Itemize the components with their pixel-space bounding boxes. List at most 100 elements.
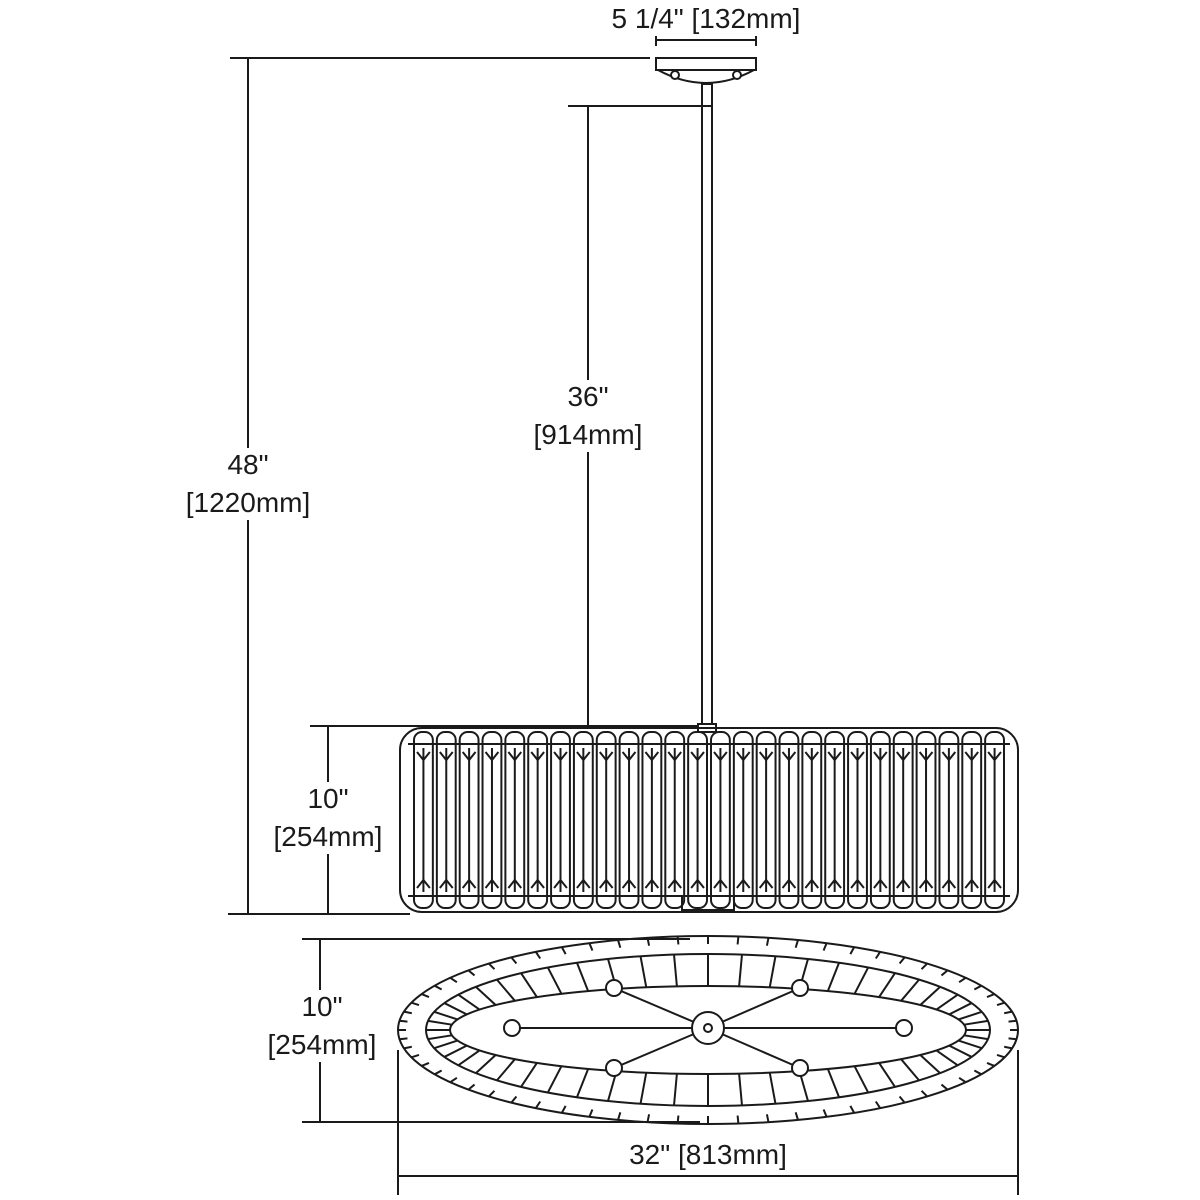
tooth <box>898 956 906 965</box>
tooth <box>421 993 430 999</box>
prism <box>595 731 617 909</box>
prism <box>687 731 709 909</box>
arm <box>613 1027 709 1069</box>
tooth <box>920 962 928 970</box>
slat <box>900 1058 920 1082</box>
slat <box>738 1073 743 1106</box>
shade-height-label: 10" [254mm] <box>262 782 394 854</box>
prism <box>413 731 434 909</box>
lamp-cup <box>791 979 809 997</box>
slat <box>738 954 743 987</box>
lamp-cup <box>791 1059 809 1077</box>
tooth <box>617 939 622 948</box>
prism <box>915 731 937 909</box>
slat <box>475 986 497 1006</box>
downrod <box>697 106 717 733</box>
tooth <box>874 951 882 960</box>
slat <box>963 1019 989 1026</box>
tooth <box>411 1054 420 1059</box>
prism <box>550 731 571 909</box>
slat <box>826 1068 840 1098</box>
tooth <box>940 1083 949 1091</box>
slat <box>900 978 920 1002</box>
plan-depth-label: 10" [254mm] <box>256 990 388 1062</box>
slat <box>457 1049 481 1067</box>
slat <box>919 986 941 1006</box>
tooth <box>411 1001 420 1006</box>
tooth <box>1004 1045 1013 1050</box>
slat <box>520 1062 538 1088</box>
tooth <box>996 1001 1005 1006</box>
prism <box>710 731 731 909</box>
prism <box>778 731 800 909</box>
slat <box>457 993 481 1011</box>
slat <box>673 954 678 987</box>
slat <box>935 993 959 1011</box>
tooth <box>403 1045 412 1050</box>
tooth <box>510 1095 518 1104</box>
tooth <box>736 936 740 945</box>
overall-height-metric: [1220mm] <box>185 487 311 518</box>
plan-depth-metric: [254mm] <box>267 1029 377 1060</box>
tooth <box>646 1114 651 1123</box>
lamp-cup <box>503 1019 521 1037</box>
slat <box>768 956 777 988</box>
slat <box>935 1049 959 1067</box>
tooth <box>488 962 496 970</box>
tooth <box>1004 1010 1013 1015</box>
tooth <box>736 1115 740 1124</box>
lamp-cup <box>605 979 623 997</box>
slat <box>433 1039 458 1050</box>
tooth <box>986 993 995 999</box>
tooth <box>1008 1019 1017 1023</box>
tooth <box>765 1114 770 1123</box>
tooth <box>560 946 567 955</box>
slat <box>948 1044 973 1058</box>
slat <box>576 962 590 992</box>
lamp-cup <box>895 1019 913 1037</box>
slat <box>963 1034 989 1041</box>
shade-height-imperial: 10" <box>307 783 349 814</box>
tooth <box>920 1090 928 1098</box>
tooth <box>510 956 518 965</box>
prism <box>801 731 823 909</box>
tooth <box>676 936 680 945</box>
prism <box>504 731 526 909</box>
prism <box>892 731 914 909</box>
prism <box>664 731 686 909</box>
prism <box>732 731 754 909</box>
prism <box>527 731 549 909</box>
canopy-width-imperial: 5 1/4" <box>611 3 684 34</box>
slat <box>958 1010 983 1021</box>
overall-height-imperial: 48" <box>227 449 269 480</box>
tooth <box>958 1076 967 1084</box>
prism <box>458 731 480 909</box>
ceiling-canopy <box>655 57 757 107</box>
prism <box>641 731 663 909</box>
tooth <box>434 1069 443 1076</box>
tooth <box>986 1061 995 1067</box>
tooth <box>676 1115 680 1124</box>
tooth <box>794 1112 799 1121</box>
tooth <box>534 951 542 960</box>
slat <box>443 1002 468 1016</box>
slat <box>768 1072 777 1104</box>
slat <box>826 962 840 992</box>
shade-height-metric: [254mm] <box>273 821 383 852</box>
plan-view <box>397 935 1019 1125</box>
tooth <box>765 937 770 946</box>
slat <box>443 1044 468 1058</box>
slat <box>853 966 870 995</box>
overall-width-label: 32" [813mm] <box>608 1138 808 1172</box>
slat <box>475 1054 497 1074</box>
tooth <box>403 1010 412 1015</box>
tooth <box>421 1061 430 1067</box>
tooth <box>449 1076 458 1084</box>
lamp-cup <box>605 1059 623 1077</box>
tooth <box>488 1090 496 1098</box>
canopy-width-metric: [132mm] <box>691 3 801 34</box>
tooth <box>874 1100 882 1109</box>
tooth <box>898 1095 906 1104</box>
tooth <box>646 937 651 946</box>
arm <box>613 987 709 1029</box>
